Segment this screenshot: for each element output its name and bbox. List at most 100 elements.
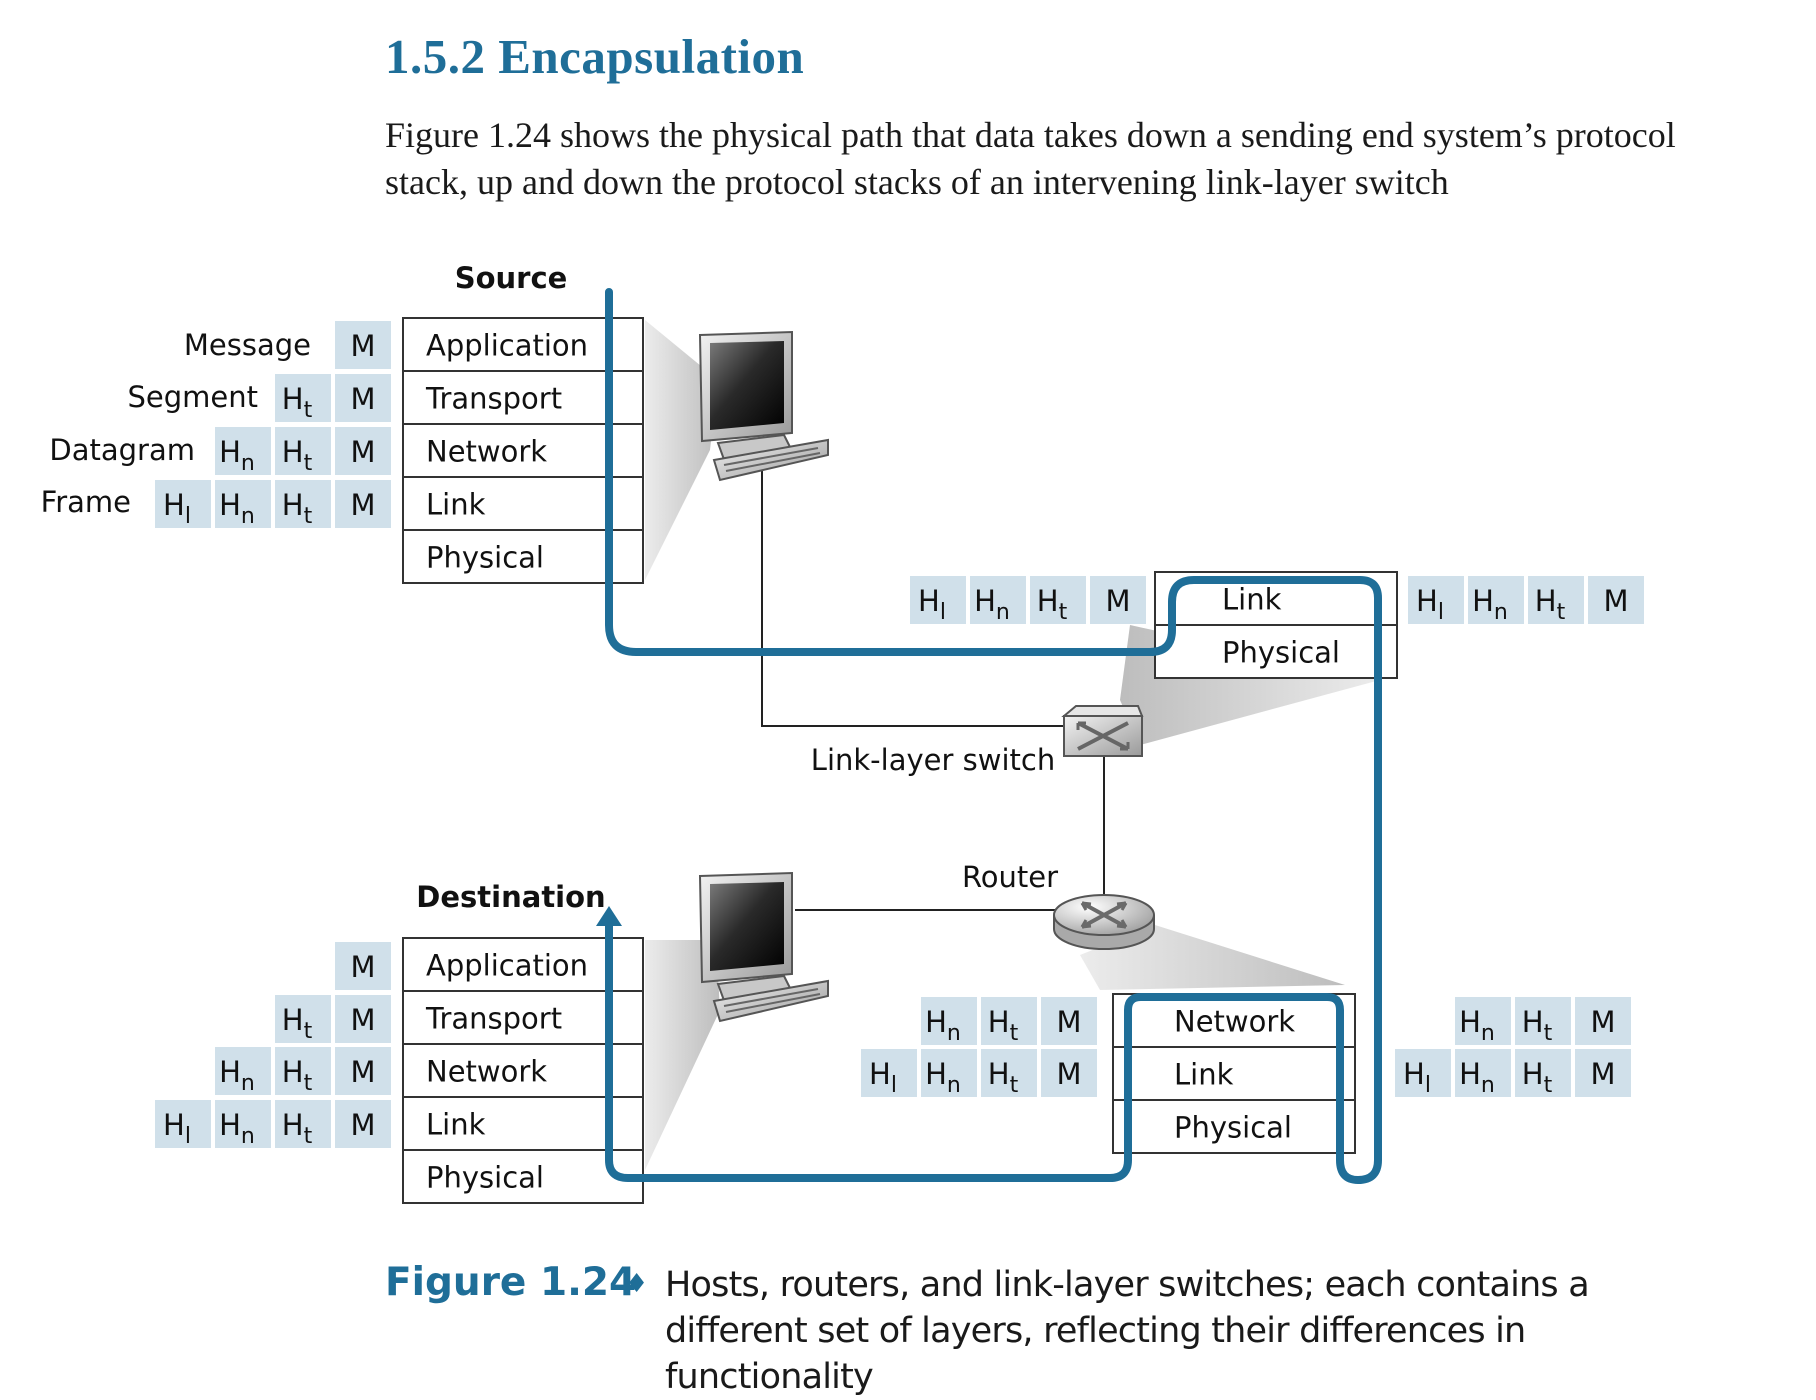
- router-stack-layer-box: [1112, 1046, 1356, 1101]
- source-stack-layer-label: Link: [426, 488, 486, 522]
- destination-stack-layer-label: Transport: [425, 1002, 562, 1036]
- header-label: M: [350, 488, 375, 522]
- destination-stack-layer-label: Link: [426, 1108, 486, 1142]
- source-to-switch-link: [761, 470, 1067, 727]
- header-label: M: [1590, 1005, 1615, 1039]
- header-label: M: [1105, 584, 1130, 618]
- source-to-router-path: [605, 288, 1382, 1184]
- destination-computer-icon: [698, 871, 829, 1023]
- header-box: [155, 480, 211, 528]
- header-box: [1455, 1049, 1511, 1097]
- header-box: [1588, 576, 1644, 624]
- header-box: [275, 1100, 331, 1148]
- header-box: [970, 576, 1026, 624]
- source-computer-icon: [698, 330, 829, 482]
- router-stack-layer-label: Link: [1174, 1058, 1234, 1092]
- header-box: [335, 995, 391, 1043]
- header-label: M: [1056, 1005, 1081, 1039]
- unit-datagram: Datagram: [49, 433, 195, 467]
- destination-stack-layer-box: [402, 1149, 644, 1204]
- switch-stack-layer-label: Link: [1222, 583, 1282, 617]
- destination-arrowhead: [596, 906, 622, 926]
- header-box: [910, 576, 966, 624]
- caption-diamond: ♦: [625, 1269, 649, 1299]
- header-box: [861, 1049, 917, 1097]
- destination-label: Destination: [416, 880, 605, 914]
- header-box: [921, 1049, 977, 1097]
- caption-text: Hosts, routers, and link-layer switches;…: [665, 1265, 1590, 1397]
- header-box: [335, 1100, 391, 1148]
- unit-message: Message: [184, 328, 311, 362]
- header-box: [335, 321, 391, 369]
- header-box: [981, 997, 1037, 1045]
- router-stack-layer-label: Physical: [1174, 1111, 1292, 1145]
- source-stack-layer-label: Application: [426, 329, 588, 363]
- destination-message-row: M: [335, 942, 391, 990]
- header-box: [1515, 1049, 1571, 1097]
- header-box: [1090, 576, 1146, 624]
- destination-beam: [645, 940, 720, 1170]
- network-links: [761, 470, 1105, 911]
- source-stack-layer-label: Transport: [425, 382, 562, 416]
- destination-stack-layer-box: [402, 1096, 644, 1151]
- header-label: M: [1603, 584, 1628, 618]
- header-box: [1575, 997, 1631, 1045]
- header-box: [1041, 1049, 1097, 1097]
- router-label: Router: [962, 860, 1058, 894]
- switch-stack-layer-box: [1154, 624, 1398, 679]
- header-label: M: [350, 1055, 375, 1089]
- body-paragraph: Figure 1.24 shows the physical path that…: [385, 115, 1676, 202]
- header-box: [275, 995, 331, 1043]
- source-stack-layer-label: Network: [426, 435, 547, 469]
- header-box: [275, 1047, 331, 1095]
- header-box: [215, 1100, 271, 1148]
- projection-beams: [645, 320, 1380, 1170]
- switch-stack-layer-label: Physical: [1222, 636, 1340, 670]
- router-stack-layer-box: [1112, 1099, 1356, 1154]
- unit-segment: Segment: [128, 380, 259, 414]
- header-box: [335, 942, 391, 990]
- header-box: [335, 374, 391, 422]
- header-box: [215, 480, 271, 528]
- source-stack-layer-box: [402, 476, 644, 531]
- header-box: [275, 427, 331, 475]
- header-label: M: [350, 950, 375, 984]
- switch-icon: [1061, 705, 1144, 757]
- destination-stack-layer-box: [402, 990, 644, 1045]
- source-stack-layer-box: [402, 317, 644, 372]
- header-box: [155, 1100, 211, 1148]
- header-box: [275, 374, 331, 422]
- header-label: M: [350, 1108, 375, 1142]
- source-beam: [645, 320, 718, 580]
- data-path: [596, 288, 1382, 1184]
- source-stack-layer-box: [402, 423, 644, 478]
- header-box: [335, 427, 391, 475]
- caption-label: Figure 1.24: [385, 1260, 637, 1305]
- switch-label: Link-layer switch: [811, 743, 1055, 777]
- header-box: [215, 427, 271, 475]
- header-label: M: [350, 329, 375, 363]
- protocol-stacks: ApplicationTransportNetworkLinkPhysicalA…: [402, 317, 1398, 1204]
- header-box: [335, 1047, 391, 1095]
- router-stack-layer-label: Network: [1174, 1005, 1295, 1039]
- header-box: [275, 480, 331, 528]
- header-box: [1575, 1049, 1631, 1097]
- source-stack-layer-box: [402, 370, 644, 425]
- header-box: [1030, 576, 1086, 624]
- destination-stack-layer-label: Physical: [426, 1161, 544, 1195]
